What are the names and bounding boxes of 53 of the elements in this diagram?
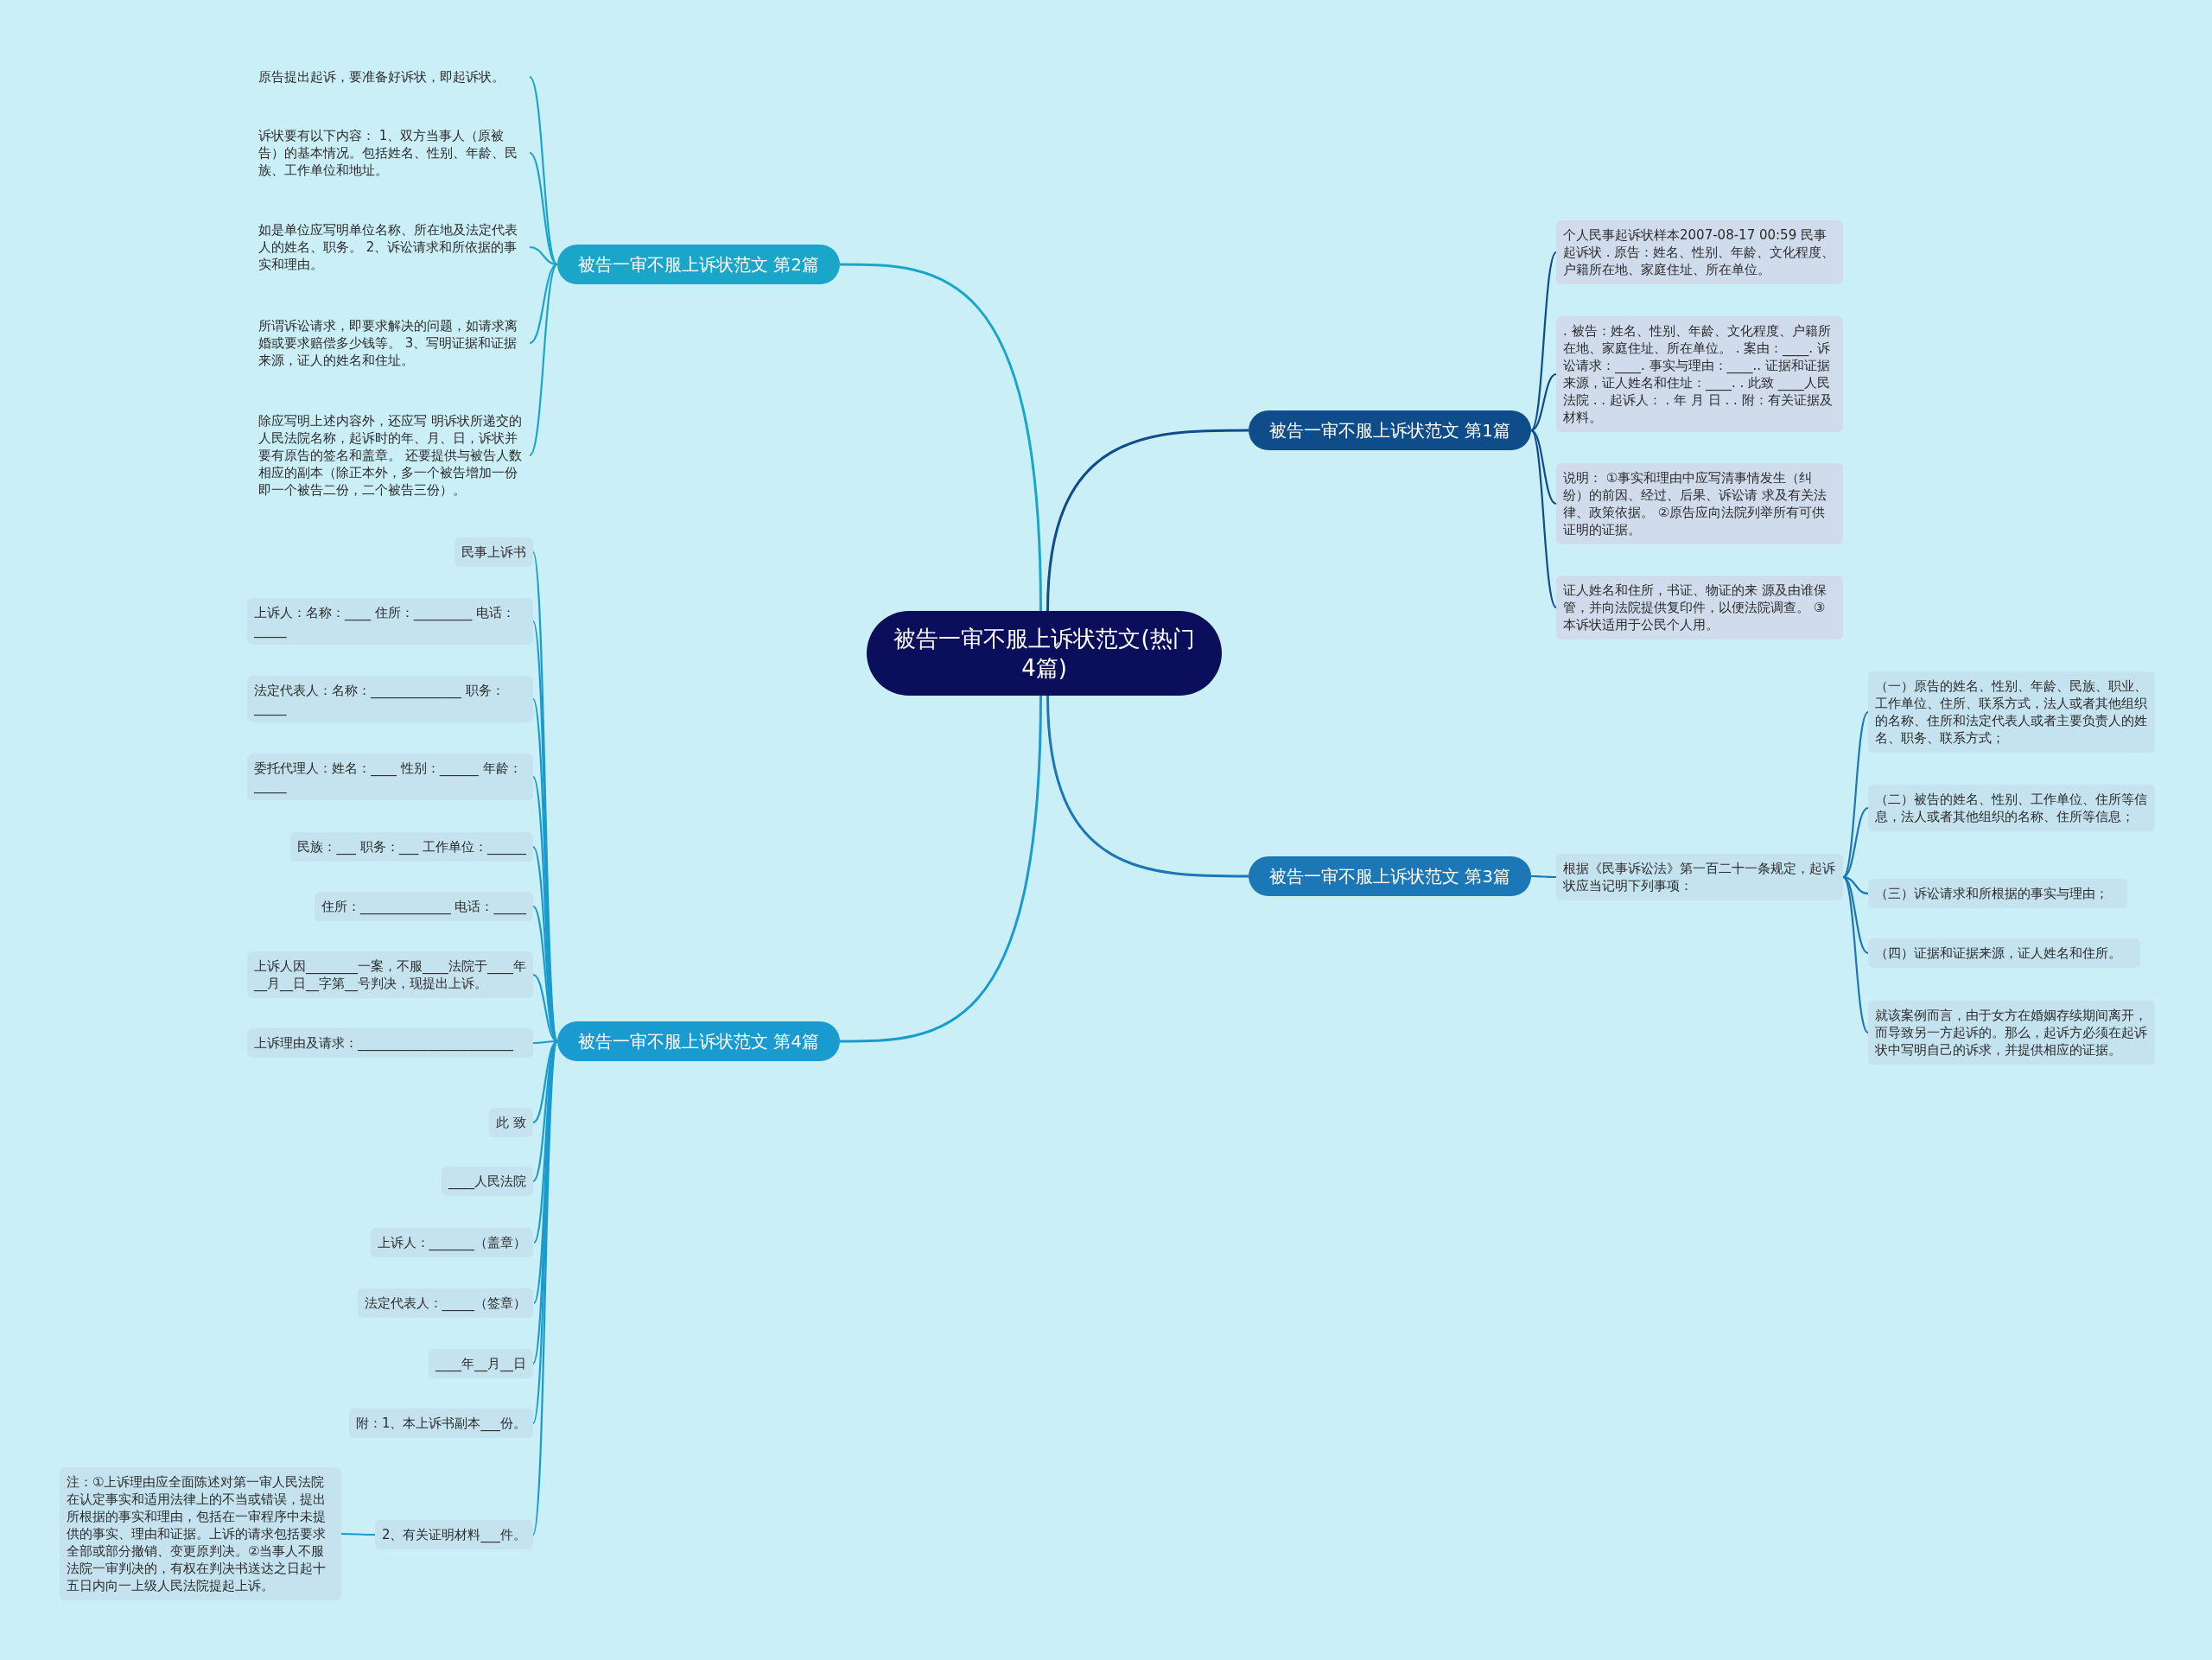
note-card: 法定代表人：_____（签章） <box>357 1288 533 1318</box>
note-card: （一）原告的姓名、性别、年龄、民族、职业、工作单位、住所、联系方式，法人或者其他组织的名称、住所和法定代表人或者主要负责人的姓名、职务、联系方式； <box>1868 671 2155 753</box>
note-text: 除应写明上述内容外，还应写 明诉状所递交的人民法院名称，起诉时的年、月、日，诉状并要有原告的签名和盖章。 还要提供与被告人数相应的副本（除正本外，多一个被告增加一份即一个被告二份，二个被告三份）。 <box>251 406 530 505</box>
note-card: 委托代理人：姓名：____ 性别：______ 年龄：_____ <box>247 754 533 800</box>
note-card: 2、有关证明材料___件。 <box>374 1520 533 1549</box>
note-text: 诉状要有以下内容： 1、双方当事人（原被告）的基本情况。包括姓名、性别、年龄、民族、工作单位和地址。 <box>251 121 530 185</box>
note-card: 上诉人：名称：____ 住所：_________ 电话：_____ <box>247 598 533 645</box>
connector-line <box>1530 372 1557 432</box>
note-card: ____年__月__日 <box>429 1349 533 1378</box>
connector-line <box>529 152 558 265</box>
connector-line <box>529 264 558 456</box>
note-card: （四）证据和证据来源，证人姓名和住所。 <box>1868 938 2140 968</box>
branch-topic: 被告一审不服上诉状范文 第2篇 <box>557 245 840 284</box>
note-card: ____人民法院 <box>442 1167 533 1196</box>
connector-line <box>1531 875 1556 879</box>
connector-line <box>533 1040 557 1045</box>
connector-line <box>1530 251 1557 431</box>
connector-line <box>529 264 558 344</box>
connector-line <box>840 263 1042 612</box>
note-card: 根据《民事诉讼法》第一百二十一条规定，起诉状应当记明下列事项： <box>1556 854 1843 900</box>
note-card: 此 致 <box>489 1108 533 1137</box>
connector-line <box>1530 429 1557 608</box>
branch-topic: 被告一审不服上诉状范文 第1篇 <box>1249 410 1531 450</box>
connector-line <box>1530 429 1557 505</box>
note-card: 上诉人因________一案，不服____法院于____年__月__日__字第__号判决，现提出上诉。 <box>247 951 533 998</box>
note-card: 注：①上诉理由应全面陈述对第一审人民法院在认定事实和适用法律上的不当或错误，提出所根据的事实和理由，包括在一审程序中未提供的事实、理由和证据。上诉的请求包括要求全部或部分撤销、变更原判决。②当事人不服法院一审判决的，有权在判决书送达之日起十五日内向一上级人民法院提起上诉。 <box>60 1467 341 1600</box>
connector-line <box>840 695 1042 1043</box>
note-card: 法定代表人：名称：______________ 职务：_____ <box>247 676 533 722</box>
note-card: 民族：___ 职务：___ 工作单位：______ <box>290 832 533 862</box>
connector-line <box>1046 429 1249 612</box>
note-card: . 被告：姓名、性别、年龄、文化程度、户籍所在地、家庭住址、所在单位。 . 案由：____. 诉讼请求：____. 事实与理由：____.. 证据和证据来源，证人姓名和住址：____. . 此致 ____人民法院 . . 起诉人： . 年 月 日 . . 附：有关证据及材料。 <box>1556 316 1843 432</box>
note-card: 证人姓名和住所，书证、物证的来 源及由谁保管，并向法院提供复印件，以便法院调查。 ③本诉状适用于公民个人用。 <box>1556 576 1843 639</box>
note-card: 说明： ①事实和理由中应写清事情发生（纠纷）的前因、经过、后果、诉讼请 求及有关法律、政策依据。 ②原告应向法院列举所有可供证明的证据。 <box>1556 463 1843 544</box>
note-card: （三）诉讼请求和所根据的事实与理由； <box>1868 879 2127 908</box>
note-card: 上诉理由及请求：________________________ <box>247 1028 533 1058</box>
note-text: 如是单位应写明单位名称、所在地及法定代表人的姓名、职务。 2、诉讼请求和所依据的事实和理由。 <box>251 215 530 279</box>
connector-line <box>1842 807 1869 878</box>
connector-line <box>1842 711 1869 878</box>
note-text: 所谓诉讼请求，即要求解决的问题，如请求离婚或要求赔偿多少钱等。 3、写明证据和证据来源，证人的姓名和住址。 <box>251 311 530 375</box>
note-card: 个人民事起诉状样本2007-08-17 00:59 民事起诉状 . 原告：姓名、性别、年龄、文化程度、户籍所在地、家庭住址、所在单位。 <box>1556 220 1843 284</box>
branch-topic: 被告一审不服上诉状范文 第4篇 <box>557 1021 840 1061</box>
connector-line <box>341 1532 375 1536</box>
note-card: 民事上诉书 <box>454 537 533 567</box>
note-card: 附：1、本上诉书副本___份。 <box>348 1409 533 1438</box>
root-topic: 被告一审不服上诉状范文(热门4篇) <box>867 611 1222 696</box>
note-card: 上诉人：_______（盖章） <box>370 1228 533 1257</box>
connector-line <box>1046 695 1249 878</box>
note-text: 原告提出起诉，要准备好诉状，即起诉状。 <box>251 62 530 92</box>
note-card: 住所：______________ 电话：_____ <box>314 892 533 921</box>
note-card: （二）被告的姓名、性别、工作单位、住所等信息，法人或者其他组织的名称、住所等信息； <box>1868 785 2155 831</box>
connector-line <box>1842 876 1869 1034</box>
branch-topic: 被告一审不服上诉状范文 第3篇 <box>1249 856 1531 896</box>
note-card: 就该案例而言，由于女方在婚姻存续期间离开，而导致另一方起诉的。那么，起诉方必须在起诉状中写明自己的诉求，并提供相应的证据。 <box>1868 1001 2155 1065</box>
